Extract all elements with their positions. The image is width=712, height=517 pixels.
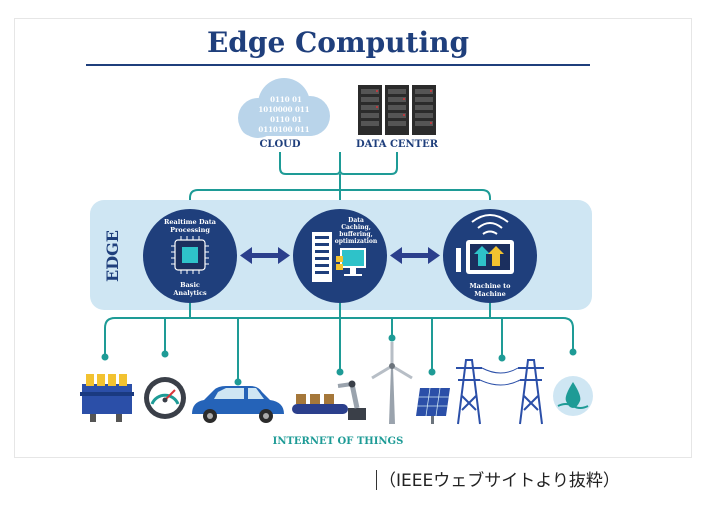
data-center-label: DATA CENTER [356, 139, 439, 150]
signal-icon [471, 214, 509, 235]
node-label: Analytics [172, 289, 207, 297]
caption-text: （IEEEウェブサイトより抜粋） [379, 471, 620, 491]
water-drop-icon [553, 376, 593, 416]
node-label: Basic [180, 281, 200, 289]
edge-node-data-caching: Data Caching, buffering, optimization [293, 209, 387, 303]
cloud-binary-line: 0110100 011 [258, 125, 309, 134]
bottom-connectors [104, 303, 574, 382]
node-label: Machine [474, 290, 505, 298]
source-caption: （IEEEウェブサイトより抜粋） [376, 466, 620, 491]
connector-dots [101, 334, 577, 386]
iot-label: INTERNET OF THINGS [273, 436, 404, 447]
text-cursor [376, 470, 377, 490]
node-label: buffering, [339, 231, 372, 238]
tablet-signal-icon [456, 240, 514, 274]
double-arrow-icon [240, 247, 290, 264]
node-label: optimization [335, 238, 378, 245]
cloud-binary-line: 0110 01 [270, 115, 302, 124]
robot-arm-icon [292, 380, 366, 420]
edge-node-realtime-processing: Realtime Data Processing Basic Analytics [143, 209, 237, 303]
car-icon [192, 386, 284, 423]
node-label: Data [348, 217, 364, 224]
node-label: Realtime Data [164, 218, 217, 226]
node-label: Processing [170, 226, 210, 234]
cloud-label: CLOUD [259, 139, 300, 150]
top-connectors [189, 152, 491, 215]
chip-icon [171, 236, 209, 274]
power-tower-icon [456, 359, 544, 425]
double-arrow-icon [390, 247, 440, 264]
data-center-icon [358, 85, 436, 135]
server-monitor-icon [312, 232, 366, 282]
node-label: Machine to [469, 282, 511, 290]
wind-turbine-icon [371, 342, 413, 424]
cloud-binary-line: 0110 01 [270, 95, 302, 104]
cloud-icon: 0110 01 1010000 011 0110 01 0110100 011 [238, 78, 330, 138]
solar-panel-icon [416, 387, 450, 424]
cloud-binary-line: 1010000 011 [258, 105, 309, 114]
diagram-title: Edge Computing [207, 26, 469, 59]
engine-icon [80, 374, 134, 422]
edge-label: EDGE [103, 230, 122, 282]
gauge-icon [144, 377, 186, 419]
node-label: Caching, [341, 224, 371, 231]
edge-node-machine-to-machine: Machine to Machine [443, 209, 537, 303]
